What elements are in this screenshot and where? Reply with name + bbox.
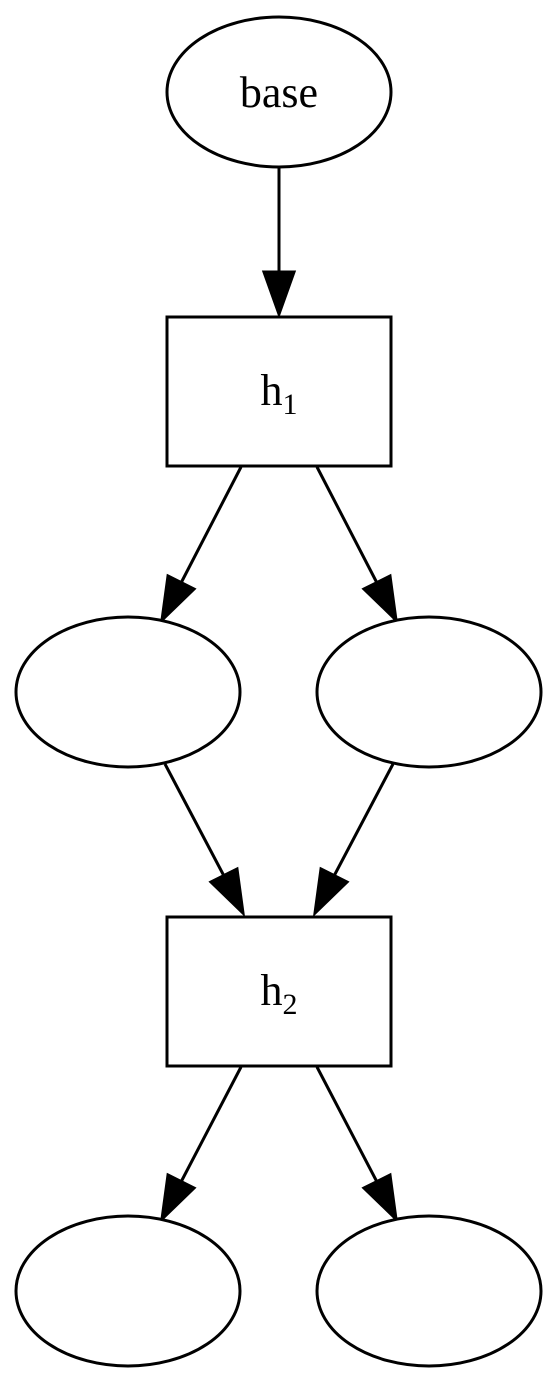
edge-h1-to-mid-left (159, 466, 243, 625)
node-mid-right (315, 615, 543, 769)
node-bottom-right (315, 1214, 543, 1368)
edge-mid-right-to-h2 (312, 763, 395, 918)
node-h1: h1 (165, 315, 393, 468)
node-h2: h2 (165, 915, 393, 1068)
node-mid-left (14, 615, 242, 769)
edge-base-to-h1 (261, 168, 297, 319)
node-base-label: base (240, 68, 318, 117)
node-h2-label: h2 (261, 966, 298, 1021)
edge-h2-to-bottom-right (315, 1066, 399, 1224)
node-h1-label: h1 (261, 366, 298, 421)
edge-mid-left-to-h2 (163, 763, 246, 918)
node-bottom-left (14, 1214, 242, 1368)
node-base: base (165, 15, 393, 169)
edge-h2-to-bottom-left (159, 1066, 243, 1224)
edge-h1-to-mid-right (315, 466, 399, 625)
